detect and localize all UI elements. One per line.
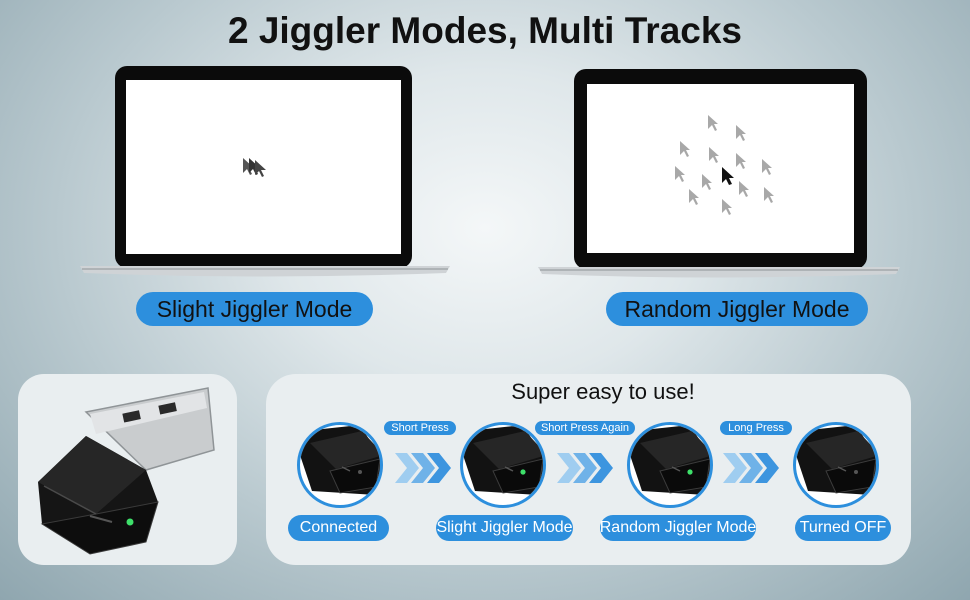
page-title: 2 Jiggler Modes, Multi Tracks bbox=[227, 10, 743, 51]
laptop-slight-mode bbox=[80, 66, 450, 277]
laptop-random-mode bbox=[538, 69, 900, 278]
step-slight-mode-image bbox=[460, 422, 546, 508]
transition-short-press-again: Short Press Again bbox=[535, 421, 635, 435]
step-turned-off-image bbox=[793, 422, 879, 508]
active-cursor-icon bbox=[722, 167, 734, 185]
chevron-arrows-icon bbox=[395, 453, 451, 483]
scattered-cursors-icon bbox=[675, 115, 774, 215]
usb-device-card bbox=[18, 374, 237, 565]
transition-short-press: Short Press bbox=[384, 421, 456, 435]
random-mode-label: Random Jiggler Mode bbox=[606, 292, 868, 326]
chevron-arrows-icon bbox=[557, 453, 613, 483]
transition-long-press: Long Press bbox=[720, 421, 792, 435]
step-connected-image bbox=[297, 422, 383, 508]
step-random-mode-image bbox=[627, 422, 713, 508]
step-label-random-mode: Random Jiggler Mode bbox=[600, 515, 756, 541]
cursor-cluster-icon bbox=[243, 158, 266, 177]
usage-heading: Super easy to use! bbox=[511, 379, 695, 404]
step-label-turned-off: Turned OFF bbox=[795, 515, 891, 541]
step-label-connected: Connected bbox=[288, 515, 389, 541]
slight-mode-label: Slight Jiggler Mode bbox=[136, 292, 373, 326]
step-label-slight-mode: Slight Jiggler Mode bbox=[436, 515, 573, 541]
usb-dongle-icon bbox=[38, 387, 215, 555]
chevron-arrows-icon bbox=[723, 453, 779, 483]
